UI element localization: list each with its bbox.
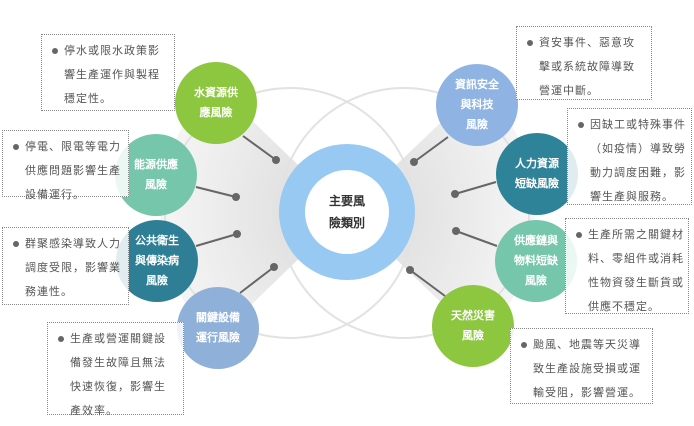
bullet-icon — [578, 122, 584, 128]
node-supply-chain: 供應鏈與 物料短缺 風險 — [495, 220, 577, 302]
bullet-icon — [576, 232, 582, 238]
bullet-icon — [13, 144, 19, 150]
center-circle: 主要風 險類別 — [279, 144, 415, 280]
bullet-icon — [527, 40, 533, 46]
connectors — [195, 135, 498, 297]
node-key-equipment: 關鍵設備 運行風險 — [177, 287, 259, 369]
bullet-icon — [52, 48, 58, 54]
bullet-icon — [13, 241, 19, 247]
desc-box-water: 停水或限水政策影響生產運作與製程穩定性。 — [41, 34, 175, 111]
desc-text: 群聚感染導致人力調度受限，影響業務連性。 — [25, 237, 121, 298]
desc-box-disaster: 颱風、地震等天災導致生產設施受損或運輸受阻，影響營運。 — [510, 328, 653, 404]
desc-text: 生產或營運關鍵設備發生故障且無法快速恢復，影響生產效率。 — [70, 332, 166, 417]
node-natural-disaster: 天然災害 風險 — [432, 285, 514, 367]
node-water-supply: 水資源供 應風險 — [175, 62, 257, 144]
right-wedge — [347, 85, 536, 340]
node-info-security: 資訊安全 與科技 風險 — [436, 64, 518, 146]
bullet-icon — [58, 336, 64, 342]
node-human-resources: 人力資源 短缺風險 — [496, 133, 578, 215]
desc-box-equipment: 生產或營運關鍵設備發生故障且無法快速恢復，影響生產效率。 — [47, 322, 184, 417]
desc-text: 颱風、地震等天災導致生產設施受損或運輸受阻，影響營運。 — [533, 338, 641, 399]
desc-box-energy: 停電、限電等電力供應問題影響生產設備運行。 — [2, 130, 129, 201]
center-title: 主要風 險類別 — [305, 170, 389, 254]
desc-box-hr: 因缺工或特殊事件（如疫情）導致勞動力調度困難，影響生產與服務。 — [567, 108, 692, 205]
desc-text: 生產所需之關鍵材料、零組件或消耗性物資發生斷貨或供應不穩定。 — [588, 228, 684, 313]
desc-box-infosec: 資安事件、惡意攻擊或系統故障導致營運中斷。 — [516, 26, 652, 100]
desc-text: 因缺工或特殊事件（如疫情）導致勞動力調度困難，影響生產與服務。 — [590, 118, 686, 203]
desc-box-supply: 生產所需之關鍵材料、零組件或消耗性物資發生斷貨或供應不穩定。 — [565, 218, 689, 314]
left-wedge — [159, 85, 347, 340]
desc-text: 停水或限水政策影響生產運作與製程穩定性。 — [64, 44, 160, 105]
desc-box-health: 群聚感染導致人力調度受限，影響業務連性。 — [2, 227, 129, 305]
desc-text: 停電、限電等電力供應問題影響生產設備運行。 — [25, 140, 121, 201]
desc-text: 資安事件、惡意攻擊或系統故障導致營運中斷。 — [539, 36, 635, 97]
bullet-icon — [521, 342, 527, 348]
node-public-health: 公共衛生 與傳染病 風險 — [116, 220, 198, 302]
